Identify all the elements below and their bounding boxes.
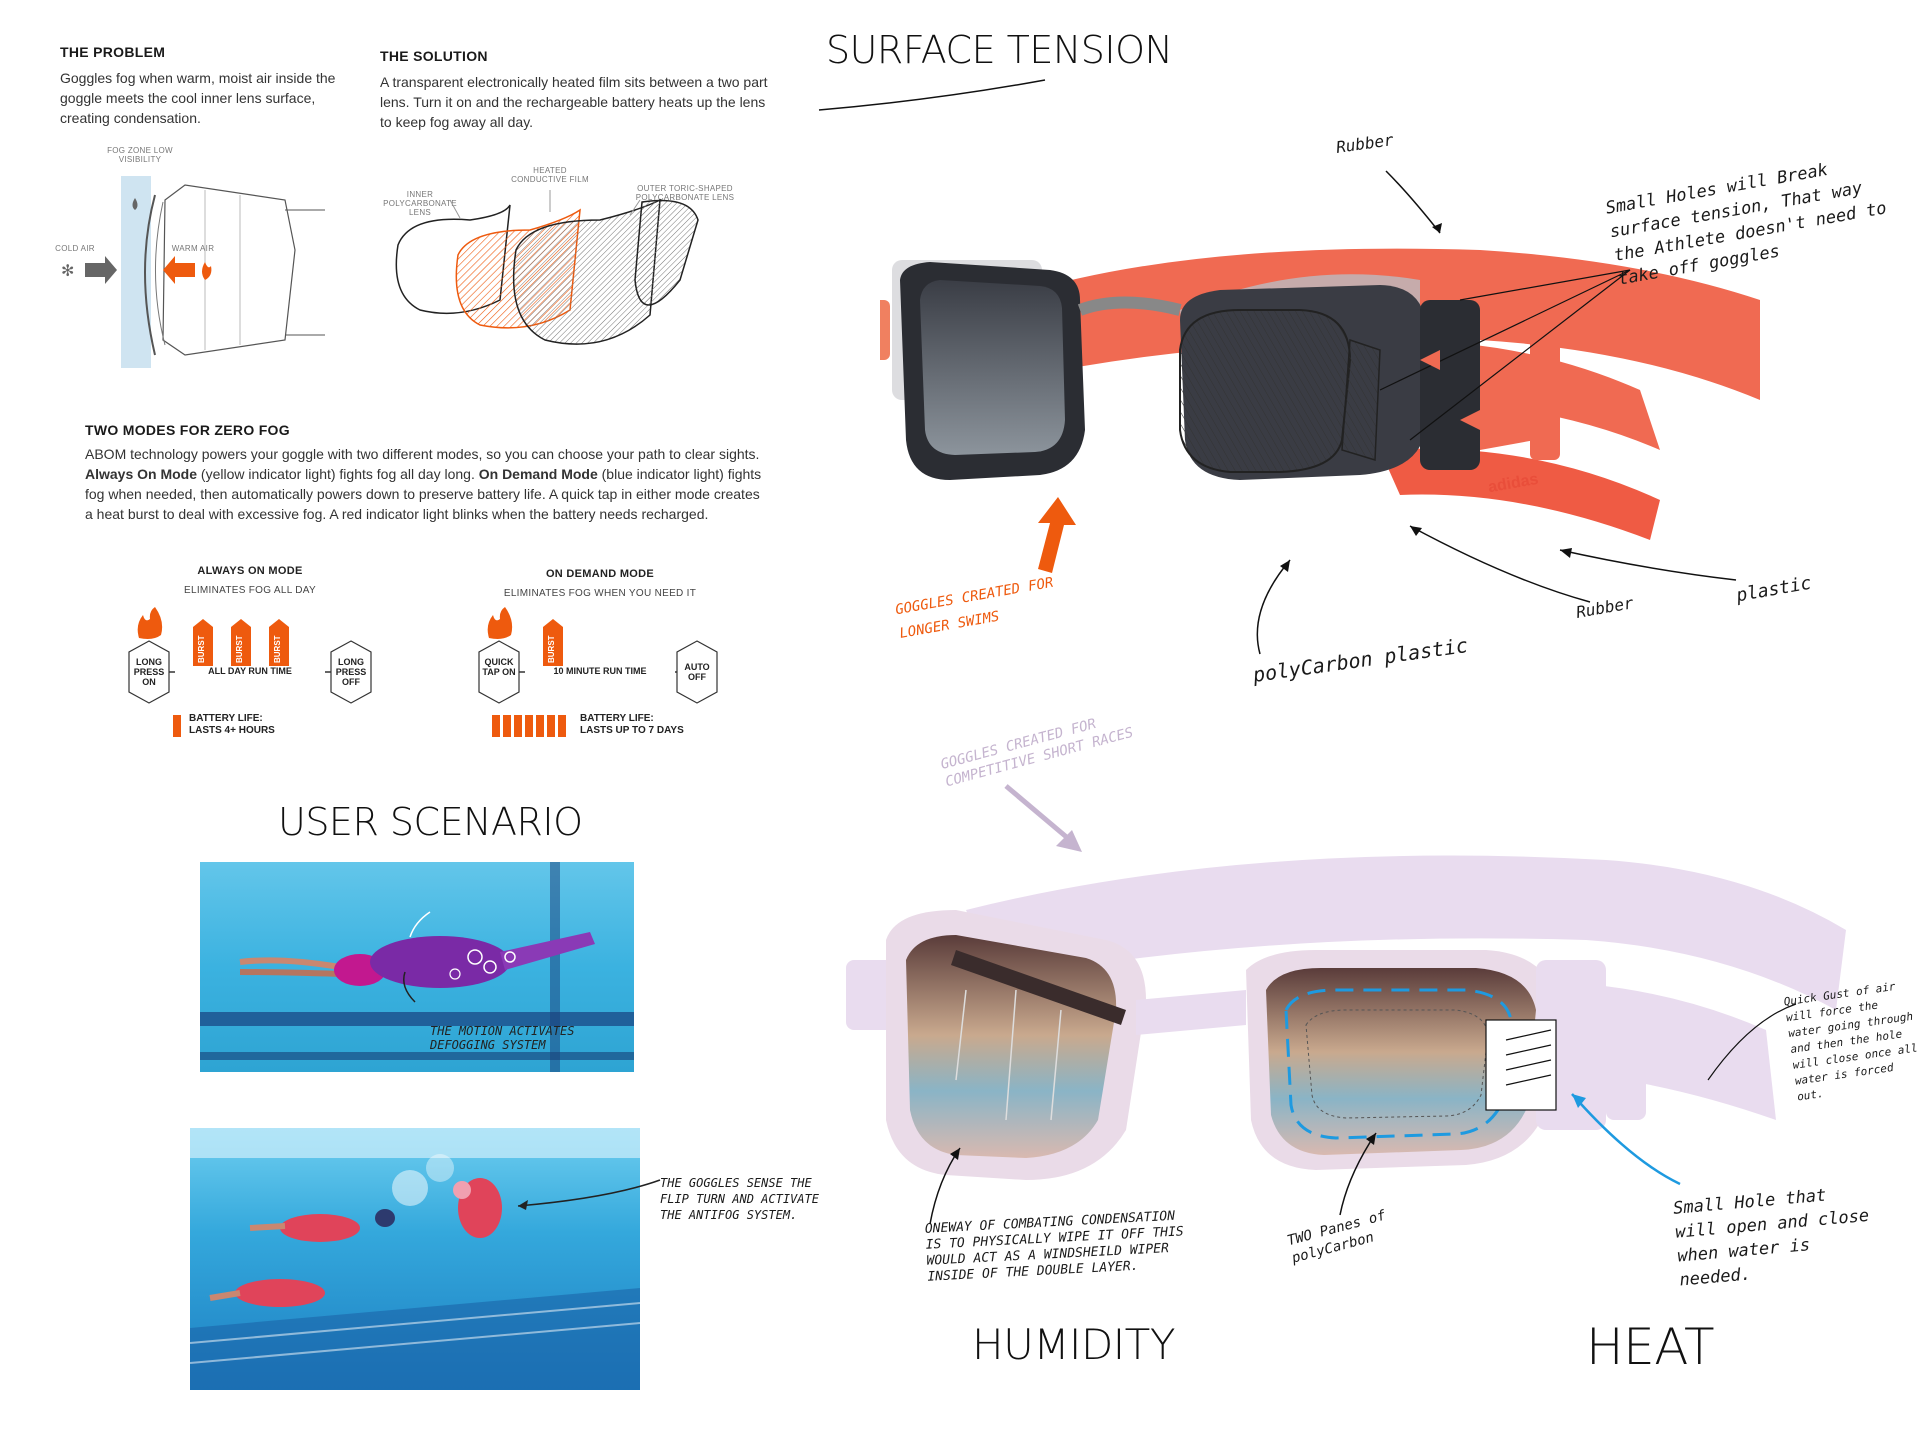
battery-cell [547, 713, 555, 737]
cold-arrow-icon [85, 256, 117, 284]
battery-cell [525, 713, 533, 737]
rubber-top-arrow [1385, 170, 1442, 234]
inner-lens-label: INNER POLYCARBONATE LENS [383, 190, 457, 217]
burst-marker: BURST [235, 635, 244, 663]
battery-cell [503, 713, 511, 737]
holes-arrows [1379, 269, 1631, 441]
lens-layers-illustration [395, 190, 699, 345]
fog-zone-label: FOG ZONE LOW VISIBILITY [107, 146, 173, 164]
problem-heading: THE PROBLEM [60, 44, 166, 60]
svg-text:✻: ✻ [61, 261, 74, 280]
fog-diagram: FOG ZONE LOW VISIBILITY ✻ COLD AIR WARM … [55, 140, 325, 370]
on-demand-emphasis: On Demand Mode [478, 466, 598, 482]
gust-arrow [1707, 1003, 1797, 1081]
modes-text: ABOM technology powers your goggle with … [85, 446, 762, 522]
on-demand-diagram: ON DEMAND MODE ELIMINATES FOG WHEN YOU N… [475, 568, 725, 748]
orange-goggles-illustration [880, 248, 1760, 540]
warm-arrow-icon [163, 256, 195, 284]
heated-film-label: HEATED CONDUCTIVE FILM [511, 166, 589, 184]
on-demand-runtime: 10 MINUTE RUN TIME [525, 666, 675, 676]
flame-icon [202, 262, 212, 280]
battery-title: BATTERY LIFE: [189, 713, 263, 724]
battery-value: LASTS 4+ HOURS [189, 725, 275, 736]
solution-text: A transparent electronically heated film… [380, 74, 768, 130]
battery-cell [492, 713, 500, 737]
heat-title: HEAT [1586, 1318, 1715, 1376]
burst-marker: BURST [197, 635, 206, 663]
battery-cell [173, 713, 181, 737]
battery-cell [514, 713, 522, 737]
battery-cell [536, 713, 544, 737]
scenario-arrow-2 [517, 1179, 661, 1210]
flame-icon [487, 607, 513, 639]
battery-value: LASTS UP TO 7 DAYS [580, 725, 684, 736]
warm-air-label: WARM AIR [171, 244, 215, 253]
always-on-diagram: ALWAYS ON MODE ELIMINATES FOG ALL DAY BU… [125, 565, 375, 745]
hole-note: Small Hole that will open and close when… [1672, 1185, 1870, 1291]
problem-text: Goggles fog when warm, moist air inside … [60, 70, 336, 126]
flame-icon [137, 607, 163, 639]
scenario-note-1: THE MOTION ACTIVATES DEFOGGING SYSTEM [430, 1024, 575, 1052]
on-demand-start: QUICK TAP ON [482, 657, 516, 677]
title-underline [818, 79, 1046, 111]
rubber-top-label: Rubber [1334, 130, 1395, 157]
two-panes-arrow [1339, 1132, 1377, 1216]
battery-cell [558, 713, 566, 737]
cold-air-label: COLD AIR [55, 244, 95, 253]
modes-heading: TWO MODES FOR ZERO FOG [85, 422, 290, 438]
fog-goggle-illustration: ✻ [61, 176, 325, 368]
polycarbon-arrow [1256, 559, 1291, 655]
long-swims-arrow-icon [1038, 497, 1076, 573]
always-on-runtime: ALL DAY RUN TIME [175, 666, 325, 676]
hole-arrow [1571, 1093, 1681, 1186]
burst-marker: BURST [547, 635, 556, 663]
always-on-timeline [128, 607, 372, 704]
on-demand-timeline [478, 607, 718, 704]
gust-note: Quick Gust of air will force the water g… [1782, 979, 1919, 1104]
always-on-subtitle: ELIMINATES FOG ALL DAY [183, 585, 316, 596]
plastic-arrow [1559, 548, 1737, 581]
humidity-title: HUMIDITY [972, 1320, 1176, 1369]
mirror-goggles-illustration [846, 855, 1846, 1180]
outer-lens-label: OUTER TORIC-SHAPED POLYCARBONATE LENS [635, 184, 735, 202]
humidity-arrow [929, 1147, 961, 1225]
swimmer-illustration-2 [190, 1128, 640, 1390]
always-on-start: LONG PRESS ON [133, 657, 165, 687]
solution-heading: THE SOLUTION [380, 48, 488, 64]
always-on-end: LONG PRESS OFF [335, 657, 367, 687]
scenario-photo-1: THE MOTION ACTIVATES DEFOGGING SYSTEM [200, 862, 634, 1072]
always-on-emphasis: Always On Mode [85, 466, 198, 482]
on-demand-subtitle: ELIMINATES FOG WHEN YOU NEED IT [503, 588, 697, 599]
burst-marker: BURST [273, 635, 282, 663]
battery-title: BATTERY LIFE: [580, 713, 654, 724]
lens-diagram: INNER POLYCARBONATE LENS HEATED CONDUCTI… [380, 160, 780, 360]
droplet-icon [132, 198, 138, 210]
rubber-bottom-arrow [1409, 525, 1591, 603]
on-demand-title: ON DEMAND MODE [545, 568, 655, 580]
always-on-title: ALWAYS ON MODE [197, 565, 303, 577]
scenario-photo-2 [190, 1128, 640, 1390]
surface-tension-title: SURFACE TENSION [826, 28, 1173, 72]
short-races-note: GOGGLES CREATED FOR COMPETITIVE SHORT RA… [939, 716, 1136, 791]
scenario-note-2: THE GOGGLES SENSE THE FLIP TURN AND ACTI… [660, 1176, 819, 1222]
on-demand-end: AUTO OFF [684, 662, 710, 682]
short-races-arrow-icon [1004, 784, 1082, 852]
user-scenario-title: USER SCENARIO [278, 800, 583, 844]
swimmer-illustration-1 [200, 862, 634, 1072]
